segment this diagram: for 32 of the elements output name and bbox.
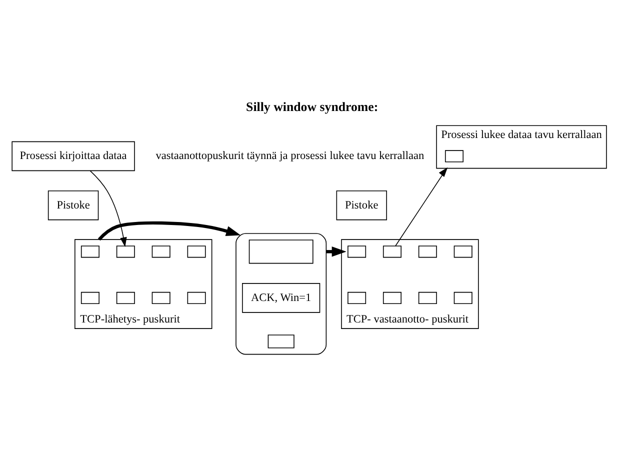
node-box <box>187 246 206 258</box>
node-box: Pistoke <box>336 190 387 220</box>
arrow <box>395 167 448 246</box>
node-box <box>187 292 206 304</box>
node-box <box>116 292 135 304</box>
node-box <box>418 246 437 258</box>
node-box <box>152 246 170 258</box>
node-box: ACK, Win=1 <box>242 283 320 313</box>
arrow <box>326 246 346 257</box>
node-box <box>80 246 100 258</box>
node-box: Pistoke <box>48 190 99 220</box>
cluster: TCP-lähetys- puskurit <box>74 239 212 329</box>
node-box <box>444 150 464 162</box>
node-box <box>80 292 100 304</box>
node-box <box>152 292 170 304</box>
node-box <box>248 240 314 264</box>
node-box <box>382 292 402 304</box>
arrow <box>90 170 127 248</box>
node-box: Prosessi kirjoittaa dataa <box>12 141 135 172</box>
cluster: TCP- vastaanotto- puskurit <box>341 239 479 329</box>
node-box <box>348 246 366 258</box>
node-box <box>418 292 437 304</box>
cluster <box>236 233 327 355</box>
node-box <box>454 292 472 304</box>
node-box <box>348 292 366 304</box>
cluster: Prosessi lukee dataa tavu kerrallaan <box>436 125 607 169</box>
diagram-title: Silly window syndrome: <box>246 100 378 114</box>
node-box <box>382 246 402 258</box>
node-box <box>268 334 294 348</box>
node-box <box>454 246 472 258</box>
label: vastaanottopuskurit täynnä ja prosessi lukee tavu kerrallaan <box>156 150 424 162</box>
node-box <box>116 246 135 258</box>
